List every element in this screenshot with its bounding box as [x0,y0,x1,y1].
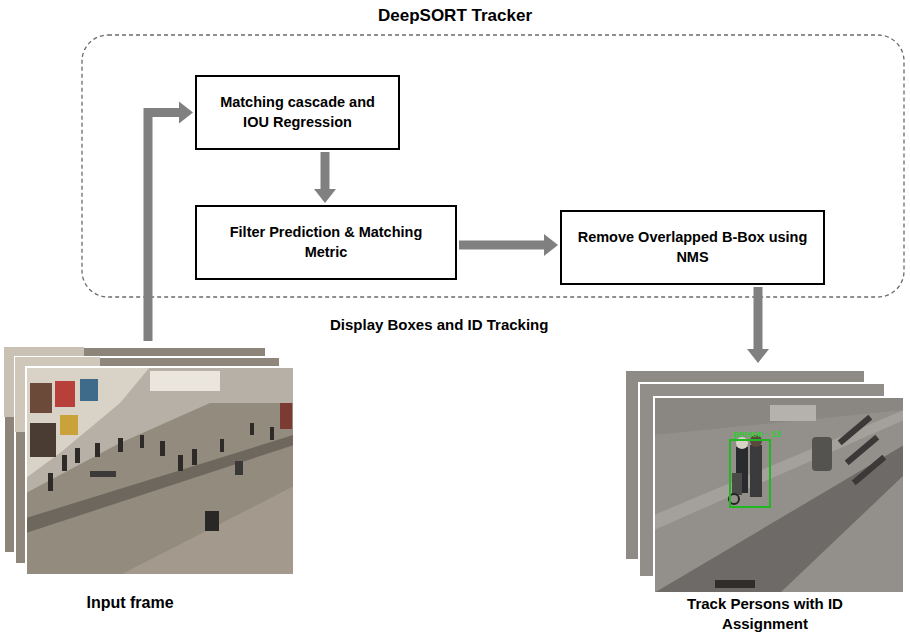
dashed-region [82,35,904,297]
image-caption: Track Persons with ID Assignment [685,594,845,633]
image-caption: Input frame [55,593,205,614]
arrow-shaft [754,287,763,350]
arrow-head [544,234,558,256]
flow-label: Display Boxes and ID Tracking [330,316,548,333]
arrow-shaft [148,113,180,342]
arrow-head [314,189,336,203]
input-frames-illustration [0,343,300,588]
arrow-head [179,102,193,124]
box-text: Matching cascade and IOU Regression [207,93,388,132]
arrow-shaft [459,241,545,250]
flow-arrow [314,152,336,203]
box-text: Remove Overlapped B-Box using NMS [572,228,813,267]
tracked-frames-illustration [620,365,908,597]
box-text: Filter Prediction & Matching Metric [207,223,445,262]
image-stack: Input frame [0,343,300,620]
process-box: Matching cascade and IOU Regression [195,75,400,150]
track-id-label: person - 13 [733,429,781,439]
arrow-head [747,349,769,363]
process-box: Remove Overlapped B-Box using NMS [560,210,825,285]
arrow-shaft [321,152,330,190]
flow-arrow [747,287,769,363]
flow-arrow [148,102,193,342]
diagram-title: DeepSORT Tracker [0,6,910,26]
image-stack: Track Persons with ID Assignment [620,365,908,637]
process-box: Filter Prediction & Matching Metric [195,205,457,280]
flow-arrow [459,234,558,256]
